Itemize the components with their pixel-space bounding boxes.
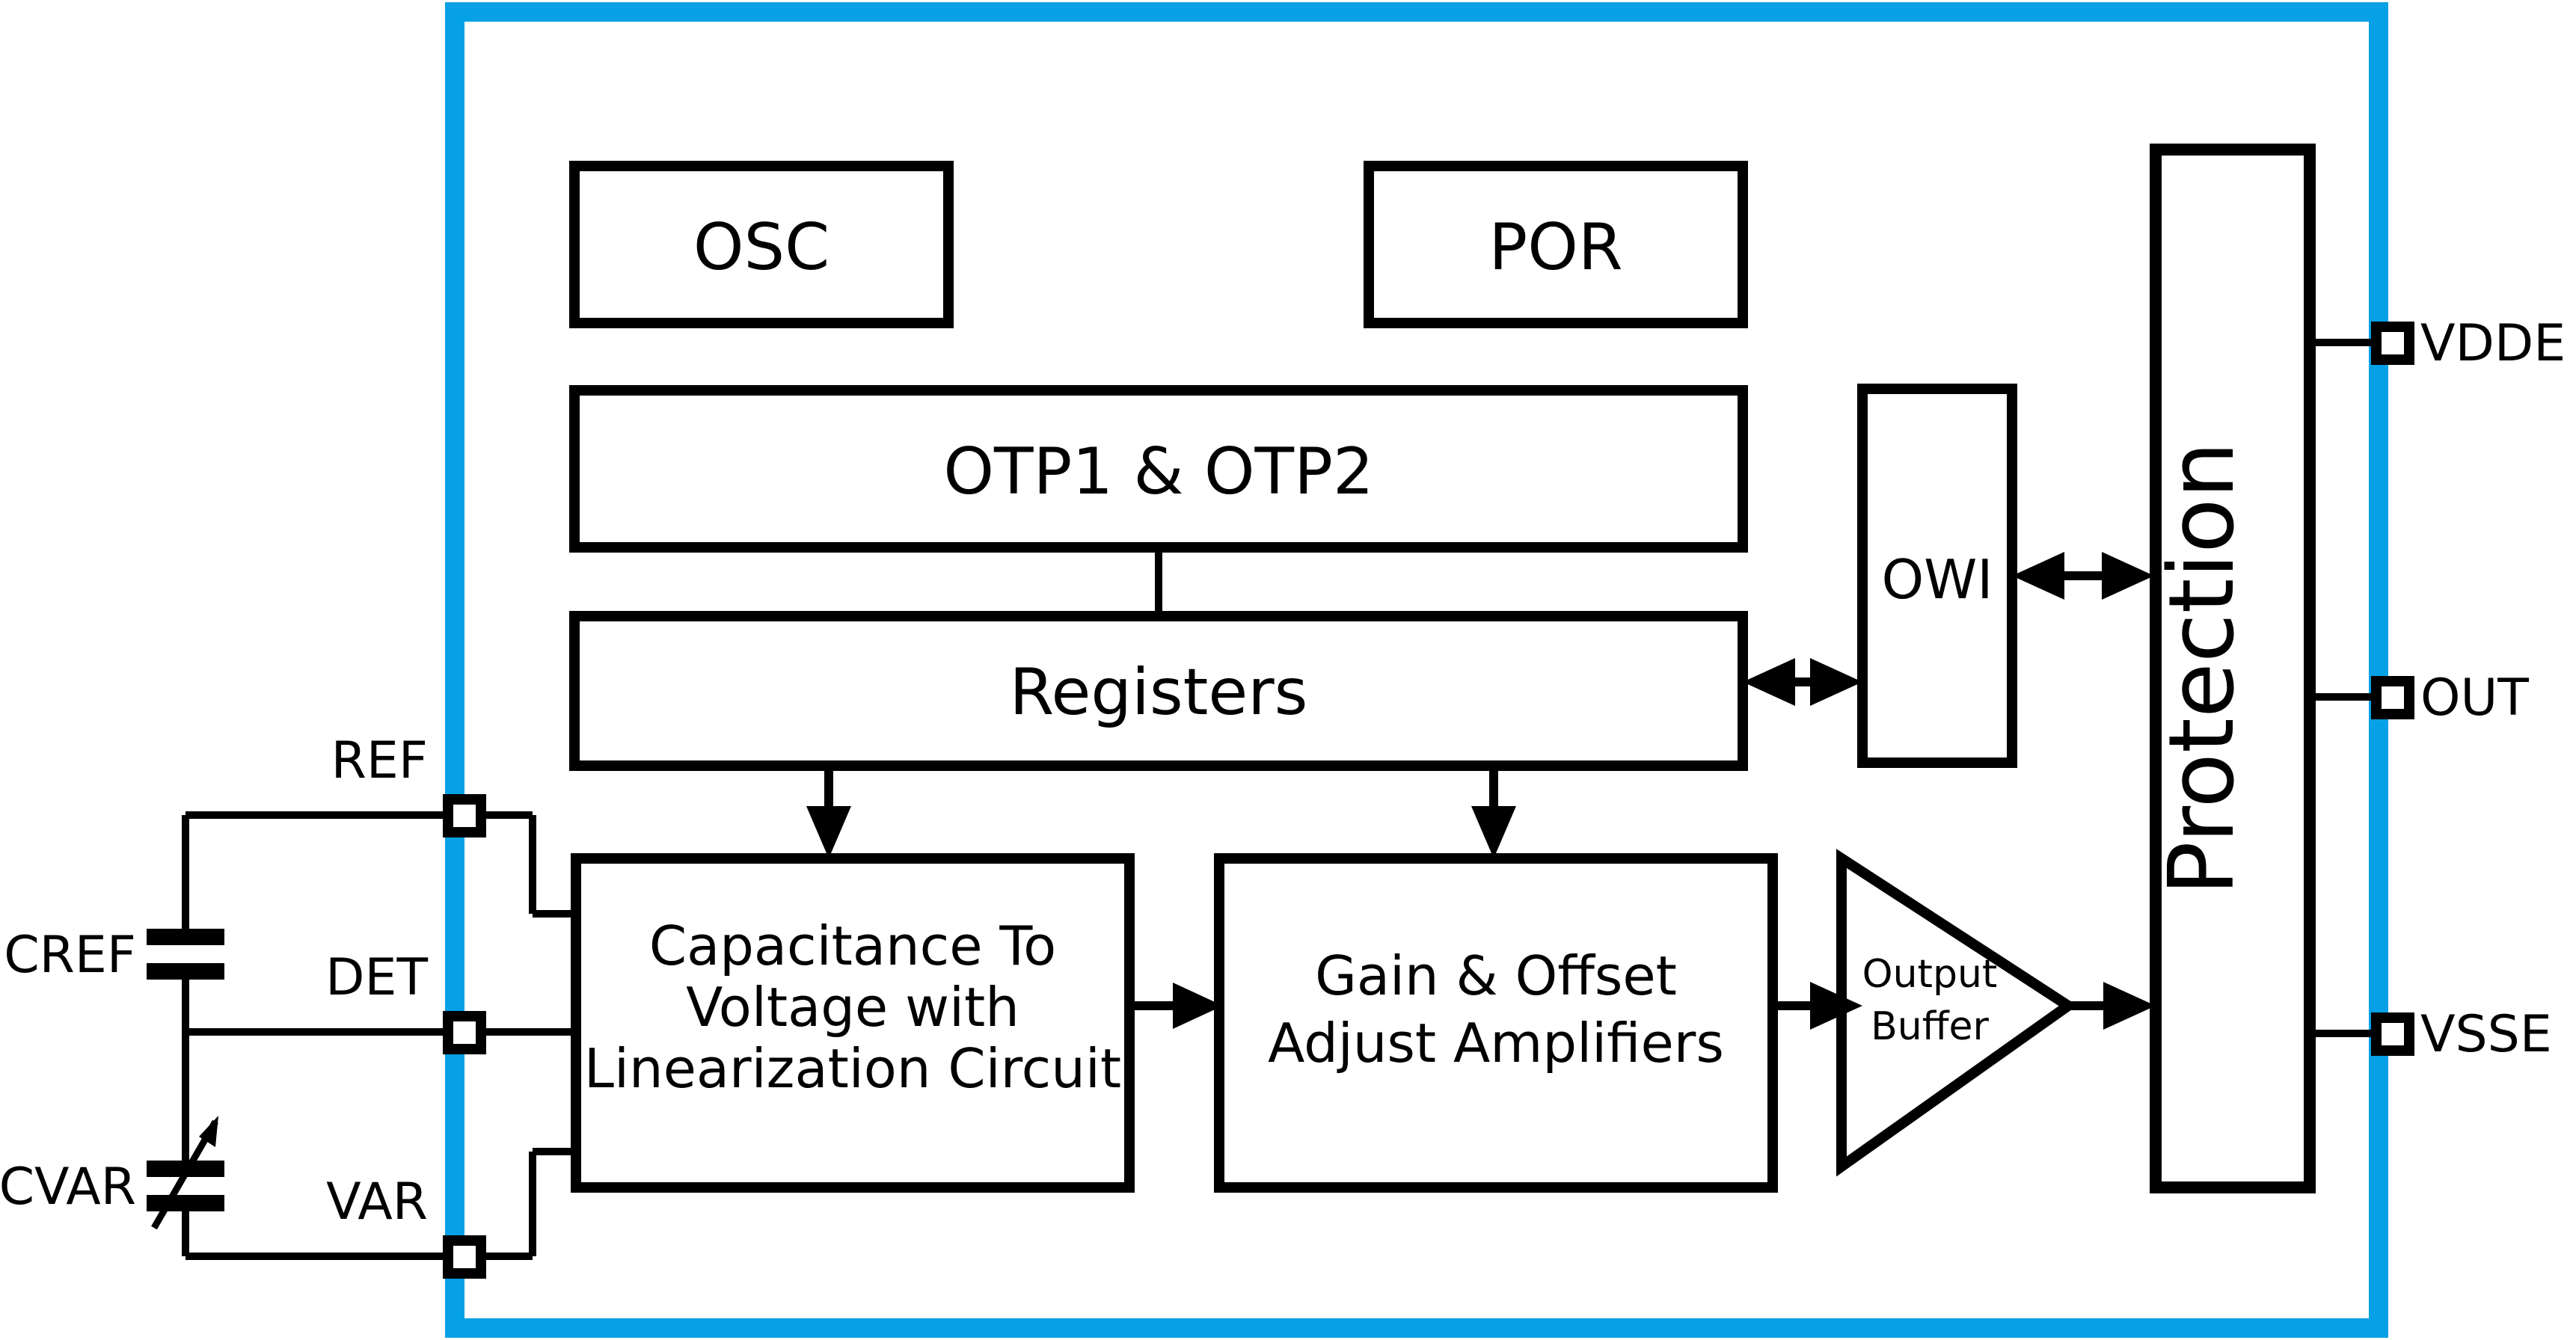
- pin-ref-label: REF: [331, 731, 428, 790]
- pin-var-label: VAR: [326, 1172, 428, 1232]
- pin-vdde[interactable]: VDDE: [2310, 314, 2566, 373]
- block-otp: OTP1 & OTP2: [569, 385, 1748, 553]
- block-por: POR: [1364, 161, 1748, 328]
- block-c2v-line-3: Linearization Circuit: [584, 1037, 1121, 1100]
- pin-out[interactable]: OUT: [2310, 669, 2529, 728]
- component-cref: CREF: [4, 926, 224, 985]
- block-output-buffer-line-2: Buffer: [1871, 1004, 1989, 1049]
- block-owi: OWI: [1857, 384, 2017, 768]
- block-gain-line-2: Adjust Amplifiers: [1268, 1012, 1724, 1075]
- wire-ref-to-c2v: [485, 811, 580, 918]
- pin-vsse[interactable]: VSSE: [2310, 1005, 2552, 1064]
- block-protection-label: Protection: [2150, 441, 2254, 895]
- block-registers-label: Registers: [1010, 655, 1308, 730]
- connector-registers-owi: [1743, 658, 1862, 706]
- block-gain: Gain & Offset Adjust Amplifiers: [1214, 853, 1778, 1193]
- block-registers: Registers: [569, 611, 1748, 771]
- component-cref-label: CREF: [4, 926, 136, 985]
- block-c2v: Capacitance To Voltage with Linearizatio…: [571, 853, 1135, 1193]
- connector-c2v-gain: [1129, 983, 1223, 1029]
- pin-ref[interactable]: REF: [331, 731, 486, 838]
- block-c2v-line-2: Voltage with: [686, 976, 1019, 1039]
- block-owi-label: OWI: [1881, 548, 1993, 611]
- connector-registers-gain: [1471, 766, 1516, 858]
- wire-var-to-c2v: [485, 1148, 580, 1260]
- block-osc: OSC: [569, 161, 954, 328]
- block-c2v-line-1: Capacitance To: [649, 915, 1056, 977]
- block-output-buffer: Output Buffer: [1836, 849, 2078, 1177]
- block-protection: Protection: [2150, 144, 2316, 1193]
- block-output-buffer-line-1: Output: [1862, 952, 1998, 997]
- connector-gain-outbuf: [1773, 982, 1862, 1030]
- component-cvar-label: CVAR: [0, 1158, 136, 1217]
- pin-vsse-label: VSSE: [2420, 1005, 2552, 1064]
- pin-det[interactable]: DET: [325, 948, 486, 1054]
- connector-owi-protection: [2012, 552, 2154, 600]
- block-otp-label: OTP1 & OTP2: [943, 434, 1373, 509]
- component-cvar: CVAR: [0, 1116, 224, 1230]
- pin-var[interactable]: VAR: [326, 1172, 486, 1279]
- pin-det-label: DET: [325, 948, 428, 1007]
- pin-vdde-label: VDDE: [2420, 314, 2566, 373]
- block-gain-line-1: Gain & Offset: [1315, 944, 1677, 1007]
- connector-registers-c2v: [806, 766, 851, 858]
- pin-out-label: OUT: [2420, 669, 2529, 728]
- block-osc-label: OSC: [693, 210, 829, 285]
- connector-outbuf-protection: [2068, 982, 2156, 1030]
- chip-boundary: [445, 2, 2388, 1338]
- block-por-label: POR: [1488, 210, 1622, 285]
